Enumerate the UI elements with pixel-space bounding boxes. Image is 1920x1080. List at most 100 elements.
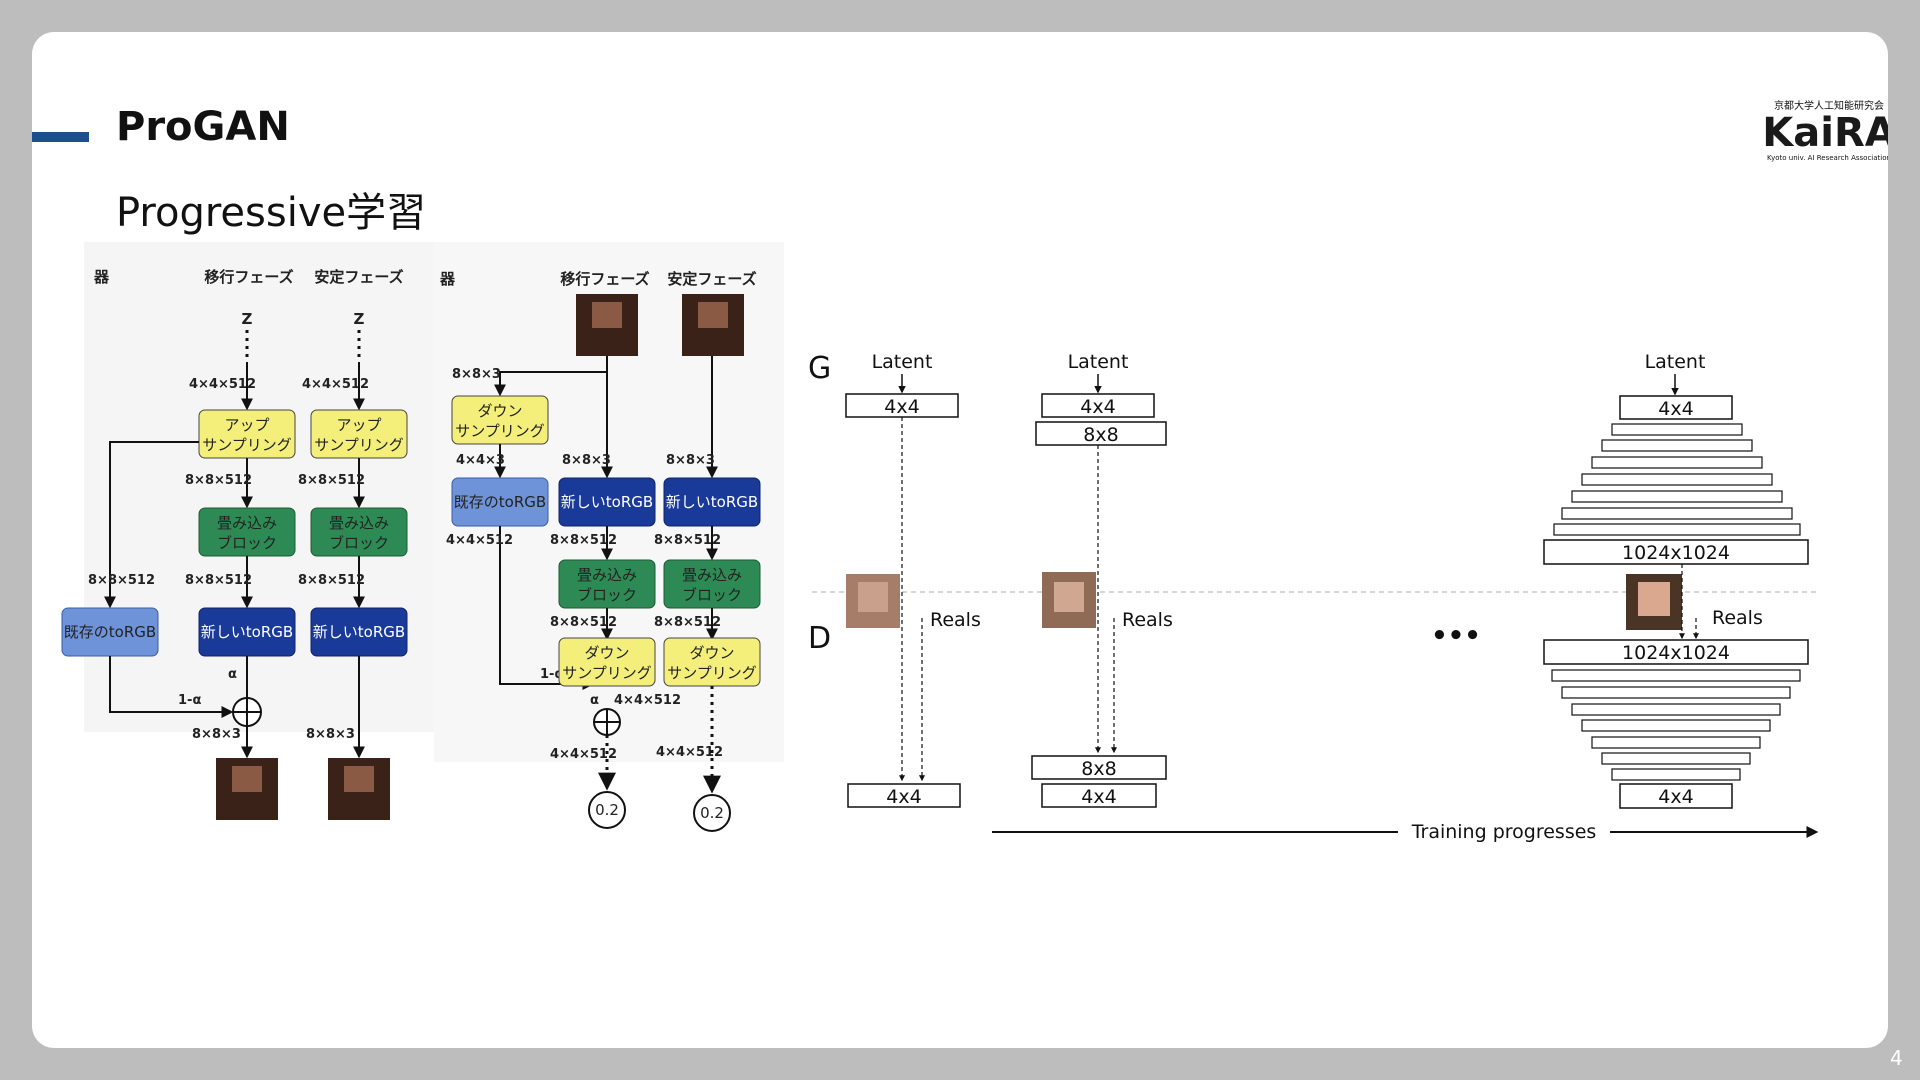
col-a-d-4x4-label: 4x4 (886, 786, 921, 808)
gen-new-torgb-1-label: 新しいtoRGB (201, 623, 293, 641)
disc-dim-8x8x3-c: 8×8×3 (666, 453, 715, 468)
disc-dim-4x4x512-b: 4×4×512 (614, 693, 681, 708)
col-b-latent: Latent (1068, 351, 1129, 373)
col-a-d-4x4 (847, 783, 961, 808)
disc-dim-4x4x512-d: 4×4×512 (656, 745, 723, 760)
slide-title: ProGAN (116, 104, 290, 150)
col-a-latent: Latent (872, 351, 933, 373)
gen-dim-2a: 4×4×512 (302, 377, 369, 392)
disc-corner-label: 器 (439, 270, 456, 288)
gen-upsample-1-line1: アップ (224, 416, 269, 434)
col-c-g-layer (1611, 423, 1743, 436)
col-b-d-8x8-label: 8x8 (1081, 758, 1116, 780)
diagrams: 器 移行フェーズ 安定フェーズ Z 4×4×512 アップ サンプリング 8×8… (61, 242, 1819, 843)
disc-output-2-label: 0.2 (700, 804, 724, 822)
gen-alpha: α (228, 667, 237, 682)
gen-corner-label: 器 (93, 268, 110, 286)
gen-new-torgb-2-label: 新しいtoRGB (313, 623, 405, 641)
col-c-g-layer (1571, 490, 1783, 503)
gen-old-path (109, 656, 234, 718)
disc-dim-4x4x512-a: 4×4×512 (446, 533, 513, 548)
col-b-reals: Reals (1122, 609, 1173, 631)
gen-conv-2-line2: ブロック (329, 534, 389, 552)
col-c-d-1024-label: 1024x1024 (1622, 642, 1730, 664)
col-c-g-layers (1553, 423, 1801, 536)
gen-upsample-2-line2: サンプリング (314, 436, 404, 454)
gen-upsample-2-line1: アップ (336, 416, 381, 434)
col-c-d-layer (1571, 703, 1781, 716)
col-c-d-4x4 (1619, 783, 1733, 809)
disc-dim-4x4x3: 4×4×3 (456, 453, 505, 468)
gen-conv-2-line1: 畳み込み (329, 514, 389, 532)
disc-downsample-1-line2: サンプリング (455, 422, 545, 440)
col-b-g-8x8-label: 8x8 (1083, 424, 1118, 446)
col-b-g-4x4 (1041, 393, 1155, 418)
col-b-d-4x4-label: 4x4 (1081, 786, 1116, 808)
slide: ProGAN Progressive学習 京都大学人工知能研究会 KaiRA K… (32, 32, 1888, 1048)
disc-input-face-1 (592, 302, 622, 328)
col-b-g-8x8 (1035, 421, 1167, 446)
col-c-d-layer (1611, 768, 1741, 781)
progress-diagram: G D Latent 4x4 Reals 4x4 Latent 4x4 8x8 (808, 351, 1819, 843)
disc-dim-8x8x3-a: 8×8×3 (452, 367, 501, 382)
training-progresses-label: Training progresses (1411, 821, 1597, 843)
discriminator-diagram: 器 移行フェーズ 安定フェーズ 8×8×3 ダウン サンプリング 4×4×3 既… (434, 242, 784, 832)
disc-downsample-2-line1: ダウン (584, 644, 629, 662)
disc-conv-2-line1: 畳み込み (682, 566, 742, 584)
logo-top-text: 京都大学人工知能研究会 (1774, 99, 1884, 112)
disc-downsample-2-line2: サンプリング (562, 664, 652, 682)
progress-ellipsis: ••• (1431, 621, 1481, 651)
disc-alpha: α (590, 693, 599, 708)
col-a-real-face (858, 582, 888, 612)
col-c-d-layers (1551, 669, 1801, 781)
col-c-reals: Reals (1712, 607, 1763, 629)
col-c-g-4x4-label: 4x4 (1658, 398, 1693, 420)
gen-dim-1c: 8×8×512 (185, 573, 252, 588)
col-c-d-layer (1581, 719, 1771, 732)
disc-new-torgb-2-label: 新しいtoRGB (666, 493, 758, 511)
disc-old-torgb-label: 既存のtoRGB (454, 493, 546, 511)
gen-dim-2d: 8×8×3 (306, 727, 355, 742)
col-c-g-layer (1553, 523, 1801, 536)
col-c-g-4x4 (1619, 395, 1733, 420)
col-b-d-4x4 (1041, 783, 1157, 808)
gen-dim-2c: 8×8×512 (298, 573, 365, 588)
gen-upsample-1-line2: サンプリング (202, 436, 292, 454)
gen-phase-stable: 安定フェーズ (314, 268, 403, 286)
col-c-g-layer (1601, 439, 1753, 452)
disc-conv-1-line1: 畳み込み (577, 566, 637, 584)
kaira-logo: 京都大学人工知能研究会 KaiRA Kyoto univ. AI Researc… (1762, 99, 1888, 162)
accent-bar (32, 132, 89, 142)
gen-dim-skip: 8×8×512 (88, 573, 155, 588)
gen-z-2: Z (354, 310, 365, 328)
disc-output-2 (693, 794, 731, 832)
disc-output-1-label: 0.2 (595, 801, 619, 819)
disc-phase-transition: 移行フェーズ (560, 270, 649, 288)
gen-dim-2b: 8×8×512 (298, 473, 365, 488)
col-c-d-layer (1561, 686, 1791, 699)
col-c-d-layer (1551, 669, 1801, 682)
disc-conv-1-line2: ブロック (577, 586, 637, 604)
disc-dim-8x8x512-d: 8×8×512 (654, 615, 721, 630)
gen-output-face-2 (344, 766, 374, 792)
col-c-d-4x4-label: 4x4 (1658, 786, 1693, 808)
col-a-g-4x4-label: 4x4 (884, 396, 919, 418)
disc-downsample-2 (558, 637, 656, 687)
col-c-d-layer (1601, 752, 1751, 765)
col-c-d-layer (1591, 736, 1761, 749)
disc-dim-8x8x512-c: 8×8×512 (654, 533, 721, 548)
disc-downsample-1-line1: ダウン (477, 402, 522, 420)
disc-one-minus-alpha: 1-α (540, 667, 563, 682)
col-b-d-8x8 (1031, 755, 1167, 780)
logo-name: KaiRA (1762, 110, 1888, 156)
disc-phase-stable: 安定フェーズ (667, 270, 756, 288)
col-c-latent: Latent (1645, 351, 1706, 373)
gen-z-1: Z (242, 310, 253, 328)
col-c-g-1024-label: 1024x1024 (1622, 542, 1730, 564)
col-c-g-layer (1561, 507, 1793, 520)
d-label: D (808, 621, 831, 656)
disc-input-face-2 (698, 302, 728, 328)
col-c-d-1024 (1543, 639, 1809, 665)
gen-conv-1-line2: ブロック (217, 534, 277, 552)
disc-dim-8x8x512-b: 8×8×512 (550, 615, 617, 630)
